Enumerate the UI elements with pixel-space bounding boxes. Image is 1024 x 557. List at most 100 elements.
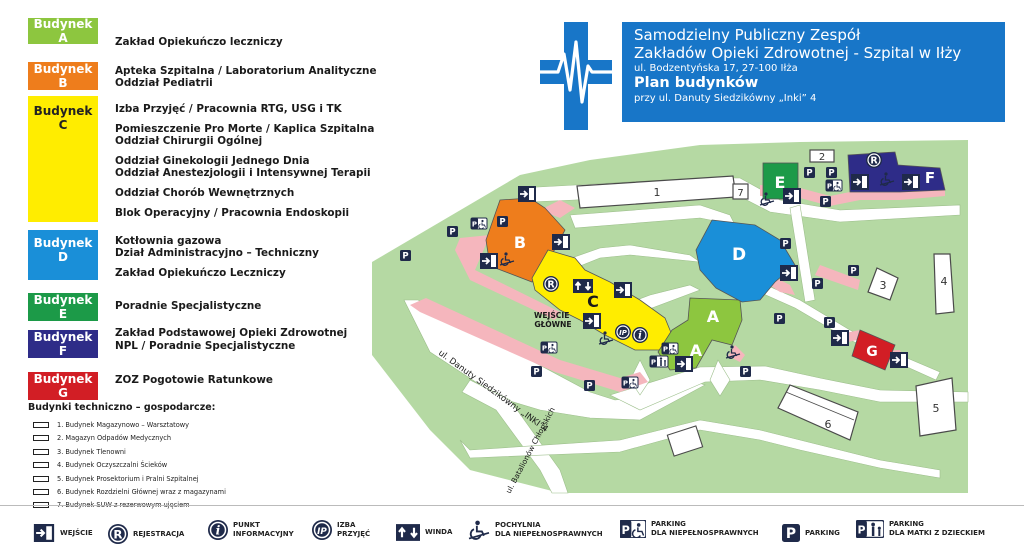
badge-building-g: Budynek G <box>28 372 98 400</box>
header-address: ul. Bodzentyńska 17, 27-100 Iłża <box>634 63 798 74</box>
admission-icon[interactable] <box>614 323 632 341</box>
family-parking-icon[interactable] <box>649 355 669 368</box>
building-label-b: B <box>514 233 526 252</box>
entrance-icon[interactable] <box>779 264 799 282</box>
registration-icon[interactable] <box>542 275 560 293</box>
badge-building-c: Budynek C <box>28 96 98 222</box>
entrance-icon[interactable] <box>830 329 850 347</box>
list-item: 5. Budynek Prosektorium i Pralni Szpital… <box>33 473 226 485</box>
technical-building-5[interactable]: 5 <box>915 377 957 437</box>
main-entrance-line-1: WEJŚCIE <box>534 311 569 320</box>
building-label-e: E <box>775 173 786 192</box>
legend-building-e: Budynek E <box>28 293 98 321</box>
elevator-icon[interactable] <box>572 278 594 294</box>
header-plan-subtitle: przy ul. Danuty Siedzikówny „Inki” 4 <box>634 93 817 104</box>
number-label-1: 1 <box>654 186 661 199</box>
legend-building-a: Budynek A <box>28 17 98 45</box>
info-point-icon <box>208 520 228 540</box>
entrance-icon[interactable] <box>889 351 909 369</box>
disabled-parking-icon[interactable] <box>661 342 679 355</box>
building-a[interactable]: A A <box>657 297 743 371</box>
building-label-a-lower: A <box>690 341 703 360</box>
desc-line: Izba Przyjęć / Pracownia RTG, USG i TK <box>115 103 342 115</box>
entrance-icon[interactable] <box>551 233 571 251</box>
badge-building-b: Budynek B <box>28 62 98 90</box>
technical-buildings-list: 1. Budynek Magazynowo – Warsztatowy 2. M… <box>33 419 226 513</box>
parking-icon[interactable] <box>497 216 508 228</box>
parking-icon[interactable] <box>848 265 859 277</box>
entrance-icon[interactable] <box>782 187 802 205</box>
parking-icon[interactable] <box>531 366 542 378</box>
outline-box-icon <box>33 435 49 442</box>
parking-icon[interactable] <box>584 380 595 392</box>
parking-icon[interactable] <box>740 366 751 378</box>
legend-item-entrance: WEJŚCIE <box>33 524 93 542</box>
desc-line: Zakład Opiekuńczo leczniczy <box>115 36 283 48</box>
parking-icon[interactable] <box>447 226 458 238</box>
parking-icon[interactable] <box>400 250 411 262</box>
badge-building-f: Budynek F <box>28 330 98 358</box>
parking-icon[interactable] <box>824 317 835 329</box>
desc-line: Oddział Ginekologii Jednego Dnia <box>115 155 310 167</box>
parking-icon[interactable] <box>820 196 831 208</box>
disabled-parking-icon[interactable] <box>540 341 558 354</box>
technical-building-4[interactable]: 4 <box>933 253 955 315</box>
entrance-icon <box>33 524 55 542</box>
legend-item-family-parking: PARKING DLA MATKI Z DZIECKIEM <box>856 520 985 538</box>
legend-building-d: Budynek D <box>28 230 98 280</box>
info-point-icon[interactable] <box>631 326 649 344</box>
parking-icon[interactable] <box>826 167 837 179</box>
legend-desc-c: Izba Przyjęć / Pracownia RTG, USG i TK P… <box>115 103 405 223</box>
legend-desc-e: Poradnie Specjalistyczne <box>115 300 405 316</box>
small-structure <box>666 425 704 457</box>
hospital-cross-logo <box>540 22 612 130</box>
technical-building-2[interactable]: 2 <box>809 149 835 163</box>
entrance-icon[interactable] <box>517 185 537 203</box>
list-item: 4. Budynek Oczyszczalni Ścieków <box>33 459 226 471</box>
entrance-icon[interactable] <box>674 355 694 373</box>
header-title-box: Samodzielny Publiczny Zespół Zakładów Op… <box>622 22 1005 122</box>
registration-icon[interactable] <box>865 151 883 169</box>
header-line-2: Zakładów Opieki Zdrowotnej - Szpital w I… <box>634 43 962 62</box>
list-item: 1. Budynek Magazynowo – Warsztatowy <box>33 419 226 431</box>
legend-building-f: Budynek F <box>28 330 98 358</box>
legend-item-parking: PARKING <box>782 524 840 542</box>
technical-building-6[interactable]: 6 <box>777 384 859 441</box>
building-g[interactable]: G <box>851 329 896 371</box>
entrance-icon[interactable] <box>582 312 602 330</box>
legend-desc-g: ZOZ Pogotowie Ratunkowe <box>115 374 405 390</box>
desc-line: ZOZ Pogotowie Ratunkowe <box>115 374 273 386</box>
disabled-parking-icon[interactable] <box>825 179 843 192</box>
parking-icon[interactable] <box>774 313 785 325</box>
list-item: 2. Magazyn Odpadów Medycznych <box>33 432 226 444</box>
building-label-a-upper: A <box>707 307 720 326</box>
desc-line: Dział Administracyjno – Techniczny <box>115 247 319 259</box>
number-label-2: 2 <box>819 152 825 163</box>
parking-icon[interactable] <box>812 278 823 290</box>
legend-item-registration: REJESTRACJA <box>108 524 184 544</box>
registration-icon <box>108 524 128 544</box>
badge-building-d: Budynek D <box>28 230 98 280</box>
entrance-icon[interactable] <box>613 281 633 299</box>
building-d[interactable]: D <box>695 219 796 303</box>
admission-icon <box>312 520 332 540</box>
parking-icon[interactable] <box>804 167 815 179</box>
legend-building-b: Budynek B <box>28 62 98 90</box>
entrance-icon[interactable] <box>479 252 499 270</box>
header-line-1: Samodzielny Publiczny Zespół <box>634 26 861 44</box>
outline-box-icon <box>33 448 49 455</box>
technical-building-3[interactable]: 3 <box>867 267 899 301</box>
disabled-parking-icon[interactable] <box>470 217 488 230</box>
disabled-parking-icon[interactable] <box>621 376 639 389</box>
parking-icon[interactable] <box>780 238 791 250</box>
entrance-icon[interactable] <box>901 173 921 191</box>
building-label-c: C <box>587 292 599 311</box>
desc-line: Blok Operacyjny / Pracownia Endoskopii <box>115 207 350 219</box>
desc-line: Oddział Chirurgii Ogólnej <box>115 135 263 147</box>
technical-building-7[interactable]: 7 <box>732 183 749 200</box>
number-label-4: 4 <box>941 275 948 288</box>
entrance-icon[interactable] <box>850 173 870 191</box>
desc-line: Kotłownia gazowa <box>115 235 222 247</box>
main-entrance-label: WEJŚCIE GŁÓWNE <box>534 311 572 329</box>
